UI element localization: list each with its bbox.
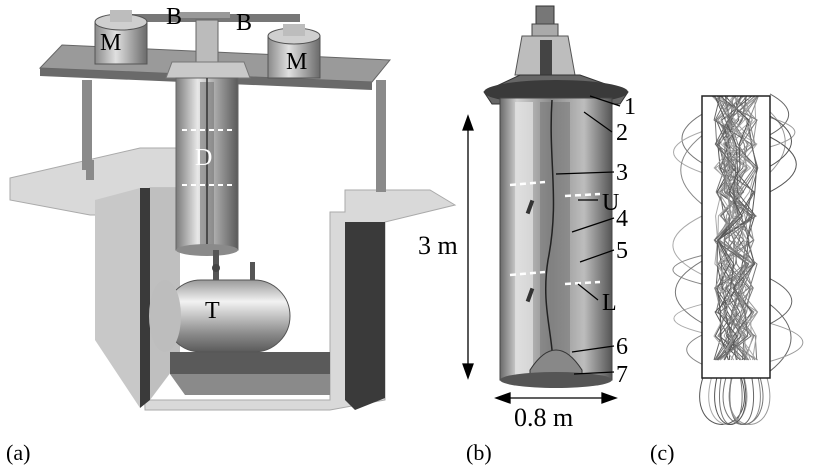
field-loop-bottom (714, 377, 747, 425)
panel-b: 3 m 0.8 m 12 3U4 5L 67 (b) (418, 5, 636, 465)
panel-c: (c) (650, 93, 804, 465)
field-line (714, 95, 757, 361)
dimension-width (494, 392, 618, 404)
field-line (723, 95, 759, 361)
field-loop (769, 304, 792, 372)
field-loop (686, 334, 703, 365)
field-loop (769, 115, 792, 167)
callout-6: 6 (616, 334, 628, 360)
drive-belts (130, 12, 300, 22)
callout-leaders (555, 95, 621, 375)
motor-left (94, 10, 148, 65)
field-loop-bottom (722, 377, 764, 425)
field-loop (680, 135, 703, 205)
callout-7: 7 (616, 362, 628, 388)
panel-a: M M B B D T (a) (6, 4, 457, 465)
field-loop (769, 93, 789, 136)
callout-u: U (602, 190, 619, 216)
field-line (714, 95, 752, 361)
label-tank: T (205, 298, 220, 324)
field-line (717, 95, 750, 361)
field-loop (672, 215, 703, 276)
callout-3: 3 (616, 160, 628, 186)
field-line (713, 95, 756, 361)
field-line (719, 95, 756, 361)
label-height: 3 m (418, 231, 458, 260)
field-line (713, 95, 750, 361)
drive-shaft-top (514, 5, 576, 80)
vessel-body (499, 97, 613, 388)
callout-4: 4 (616, 206, 628, 232)
label-belt-left: B (166, 4, 182, 30)
label-width: 0.8 m (514, 403, 573, 432)
caption-c: (c) (650, 440, 674, 465)
magnetic-field-lines (672, 93, 804, 425)
callout-1: 1 (624, 94, 636, 120)
label-motor-right: M (286, 49, 307, 75)
dynamo-vessel (165, 19, 255, 282)
callout-5: 5 (616, 238, 628, 264)
field-loop (672, 255, 703, 285)
label-dynamo: D (195, 145, 212, 171)
field-loop (769, 117, 796, 148)
field-loop (769, 111, 786, 173)
callout-labels: 12 3U4 5L 67 (602, 94, 636, 388)
field-loop (769, 278, 793, 325)
field-loop (673, 303, 703, 334)
field-line (711, 95, 758, 361)
label-motor-left: M (100, 30, 121, 56)
field-loop (769, 136, 797, 193)
callout-l: L (602, 290, 617, 316)
dimension-height (462, 114, 474, 380)
field-loop (769, 322, 804, 362)
field-loop (675, 260, 703, 324)
caption-a: (a) (6, 440, 30, 465)
field-loop (681, 113, 703, 164)
field-loop-bottom (699, 377, 745, 425)
vessel-outline (701, 95, 771, 379)
caption-b: (b) (466, 440, 492, 465)
storage-tank (149, 279, 291, 353)
field-loop (673, 131, 703, 174)
field-line (714, 95, 755, 361)
callout-2: 2 (616, 120, 628, 146)
label-belt-right: B (236, 10, 252, 36)
motor-right (267, 24, 321, 79)
